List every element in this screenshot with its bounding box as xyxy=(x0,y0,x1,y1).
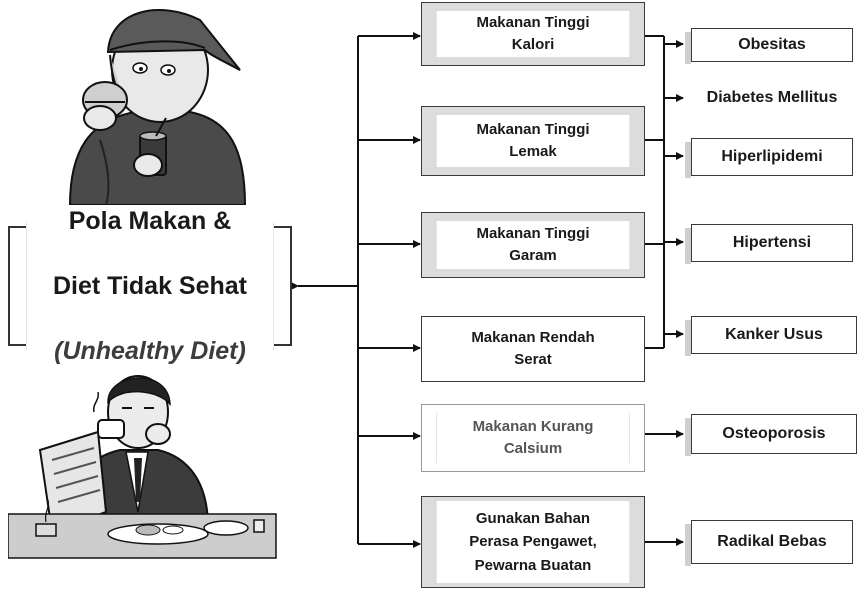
central-line-3: (Unhealthy Diet) xyxy=(54,336,246,365)
food-box-pengawet: Gunakan Bahan Perasa Pengawet, Pewarna B… xyxy=(421,496,645,588)
food-box-lemak: Makanan Tinggi Lemak xyxy=(421,106,645,176)
disease-box-hipertensi: Hipertensi xyxy=(685,224,853,264)
disease-box-obesitas: Obesitas xyxy=(685,28,853,64)
food-box-garam: Makanan Tinggi Garam xyxy=(421,212,645,278)
food-label: Makanan Tinggi Kalori xyxy=(476,14,590,53)
food-label: Makanan Tinggi Lemak xyxy=(476,121,590,160)
disease-label: Kanker Usus xyxy=(725,326,823,344)
disease-label: Hipertensi xyxy=(732,234,812,252)
man-drinking-coffee-illustration xyxy=(8,375,277,559)
disease-label: Hiperlipidemi xyxy=(721,148,823,166)
disease-label: Radikal Bebas xyxy=(717,533,827,551)
food-label: Makanan Tinggi Garam xyxy=(476,225,590,264)
boy-eating-burger-illustration xyxy=(68,9,247,205)
disease-label: Diabetes Mellitus xyxy=(706,89,838,107)
disease-box-diabetes: Diabetes Mellitus xyxy=(686,82,858,114)
central-line-1: Pola Makan & xyxy=(68,206,232,235)
food-box-serat: Makanan Rendah Serat xyxy=(421,316,645,382)
disease-box-hiperlipidemi: Hiperlipidemi xyxy=(685,138,853,178)
food-label: Makanan Kurang Calsium xyxy=(472,418,594,457)
disease-box-osteoporosis: Osteoporosis xyxy=(685,414,857,456)
food-box-calsium: Makanan Kurang Calsium xyxy=(421,404,645,472)
disease-label: Osteoporosis xyxy=(722,425,826,443)
disease-box-radikal-bebas: Radikal Bebas xyxy=(685,520,853,566)
central-topic-box: Pola Makan & Diet Tidak Sehat (Unhealthy… xyxy=(8,207,292,365)
food-box-kalori: Makanan Tinggi Kalori xyxy=(421,2,645,66)
food-label: Gunakan Bahan Perasa Pengawet, Pewarna B… xyxy=(469,510,597,574)
food-label: Makanan Rendah Serat xyxy=(471,329,595,368)
central-line-2: Diet Tidak Sehat xyxy=(52,271,248,300)
disease-box-kanker-usus: Kanker Usus xyxy=(685,316,857,356)
disease-label: Obesitas xyxy=(738,36,806,54)
